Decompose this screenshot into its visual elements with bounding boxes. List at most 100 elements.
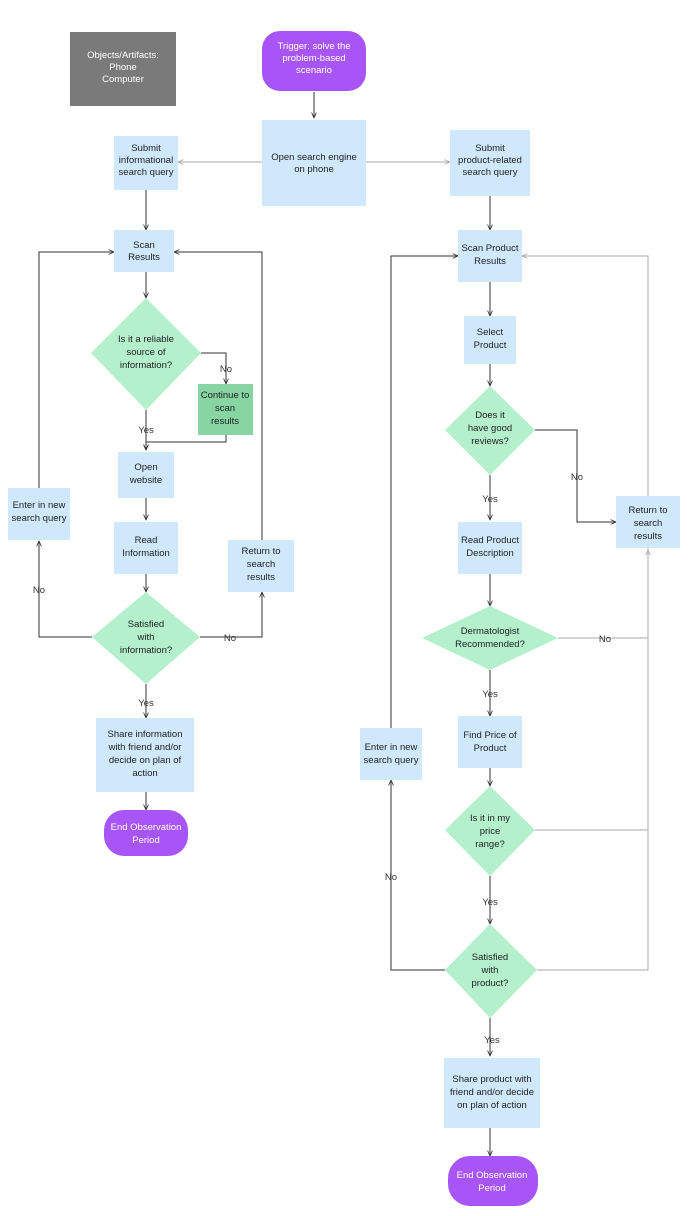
artifacts-line-0: Objects/Artifacts: xyxy=(87,50,159,61)
price-range-line-0: Is it in my xyxy=(470,813,510,824)
good-reviews-line-1: have good xyxy=(468,423,512,434)
edge-return-to-scan xyxy=(174,252,263,540)
select-product-line-1: Product xyxy=(474,340,507,351)
end-right-line-1: Period xyxy=(478,1183,505,1194)
satisfied-product-no-label: No xyxy=(385,872,397,883)
reliable-no-label: No xyxy=(220,364,232,375)
enter-new-left-line-0: Enter in new xyxy=(13,500,66,511)
open-engine-line-1: on phone xyxy=(294,164,334,175)
good-reviews-line-0: Does it xyxy=(475,410,505,421)
scan-results-line-0: Scan xyxy=(133,240,155,251)
share-product-line-2: on plan of action xyxy=(457,1100,527,1111)
derm-no-label: No xyxy=(599,634,611,645)
price-range-decision-node: Is it in my price range? xyxy=(445,786,535,876)
open-engine-line-0: Open search engine xyxy=(271,152,357,163)
edge-satisfied-to-enter-new xyxy=(39,541,92,638)
share-info-line-2: decide on plan of xyxy=(109,755,182,766)
reliable-line-2: information? xyxy=(120,360,172,371)
satisfied-info-decision-shape xyxy=(92,592,200,684)
share-product-line-1: friend and/or decide xyxy=(450,1087,534,1098)
find-price-line-1: Product xyxy=(474,743,507,754)
read-desc-line-1: Description xyxy=(466,548,514,559)
submit-info-shape xyxy=(114,136,178,190)
open-website-line-0: Open xyxy=(134,462,157,473)
satisfied-product-decision-shape xyxy=(445,924,537,1018)
submit-product-shape xyxy=(450,130,530,196)
edge-reviews-no xyxy=(535,429,616,522)
submit-product-line-1: product-related xyxy=(458,155,522,166)
submit-product-line-0: Submit xyxy=(475,143,505,154)
end-right-line-0: End Observation xyxy=(457,1170,528,1181)
share-info-shape xyxy=(96,718,194,792)
price-range-line-1: price xyxy=(480,826,501,837)
share-info-line-0: Share information xyxy=(108,729,183,740)
flow-edges xyxy=(39,92,648,1156)
edge-labels: No Yes No Yes No No Yes No Yes Yes No Ye… xyxy=(33,364,611,1046)
share-info-line-3: action xyxy=(132,768,157,779)
continue-scan-line-2: results xyxy=(211,416,239,427)
price-range-line-2: range? xyxy=(475,839,505,850)
reliable-line-1: source of xyxy=(126,347,165,358)
edge-enter-new-to-scan xyxy=(38,252,114,488)
enter-new-right-line-0: Enter in new xyxy=(365,742,418,753)
satisfied-product-line-1: with xyxy=(481,965,499,976)
derm-decision-shape xyxy=(422,606,558,670)
open-website-text: Open website xyxy=(129,462,162,486)
derm-yes-label: Yes xyxy=(482,689,498,700)
good-reviews-decision-shape xyxy=(445,386,535,475)
share-product-shape xyxy=(444,1058,540,1128)
satisfied-product-line-0: Satisfied xyxy=(472,952,508,963)
read-info-line-0: Read xyxy=(135,535,158,546)
derm-line-1: Recommended? xyxy=(455,639,525,650)
end-right-shape xyxy=(448,1156,538,1206)
edge-continue-to-open xyxy=(146,435,227,450)
read-desc-line-0: Read Product xyxy=(461,535,519,546)
submit-info-line-2: search query xyxy=(119,167,174,178)
read-desc-shape xyxy=(458,522,522,574)
edge-enter-new-to-scan-product xyxy=(390,256,458,728)
reliable-decision-shape xyxy=(91,298,201,410)
artifacts-box-shape xyxy=(70,32,176,106)
return-left-line-0: Return to xyxy=(241,546,280,557)
edge-satisfied-product-right xyxy=(522,256,649,971)
open-website-line-1: website xyxy=(129,475,162,486)
select-product-shape xyxy=(464,316,516,364)
enter-new-left-line-1: search query xyxy=(12,513,67,524)
end-left-line-1: Period xyxy=(132,835,159,846)
reviews-no-label: No xyxy=(571,472,583,483)
return-left-line-2: results xyxy=(247,572,275,583)
price-range-decision-shape xyxy=(445,786,535,876)
reviews-yes-label: Yes xyxy=(482,494,498,505)
satisfied-product-yes-label: Yes xyxy=(484,1035,500,1046)
derm-line-0: Dermatologist xyxy=(461,626,520,637)
scan-product-line-0: Scan Product xyxy=(461,243,518,254)
